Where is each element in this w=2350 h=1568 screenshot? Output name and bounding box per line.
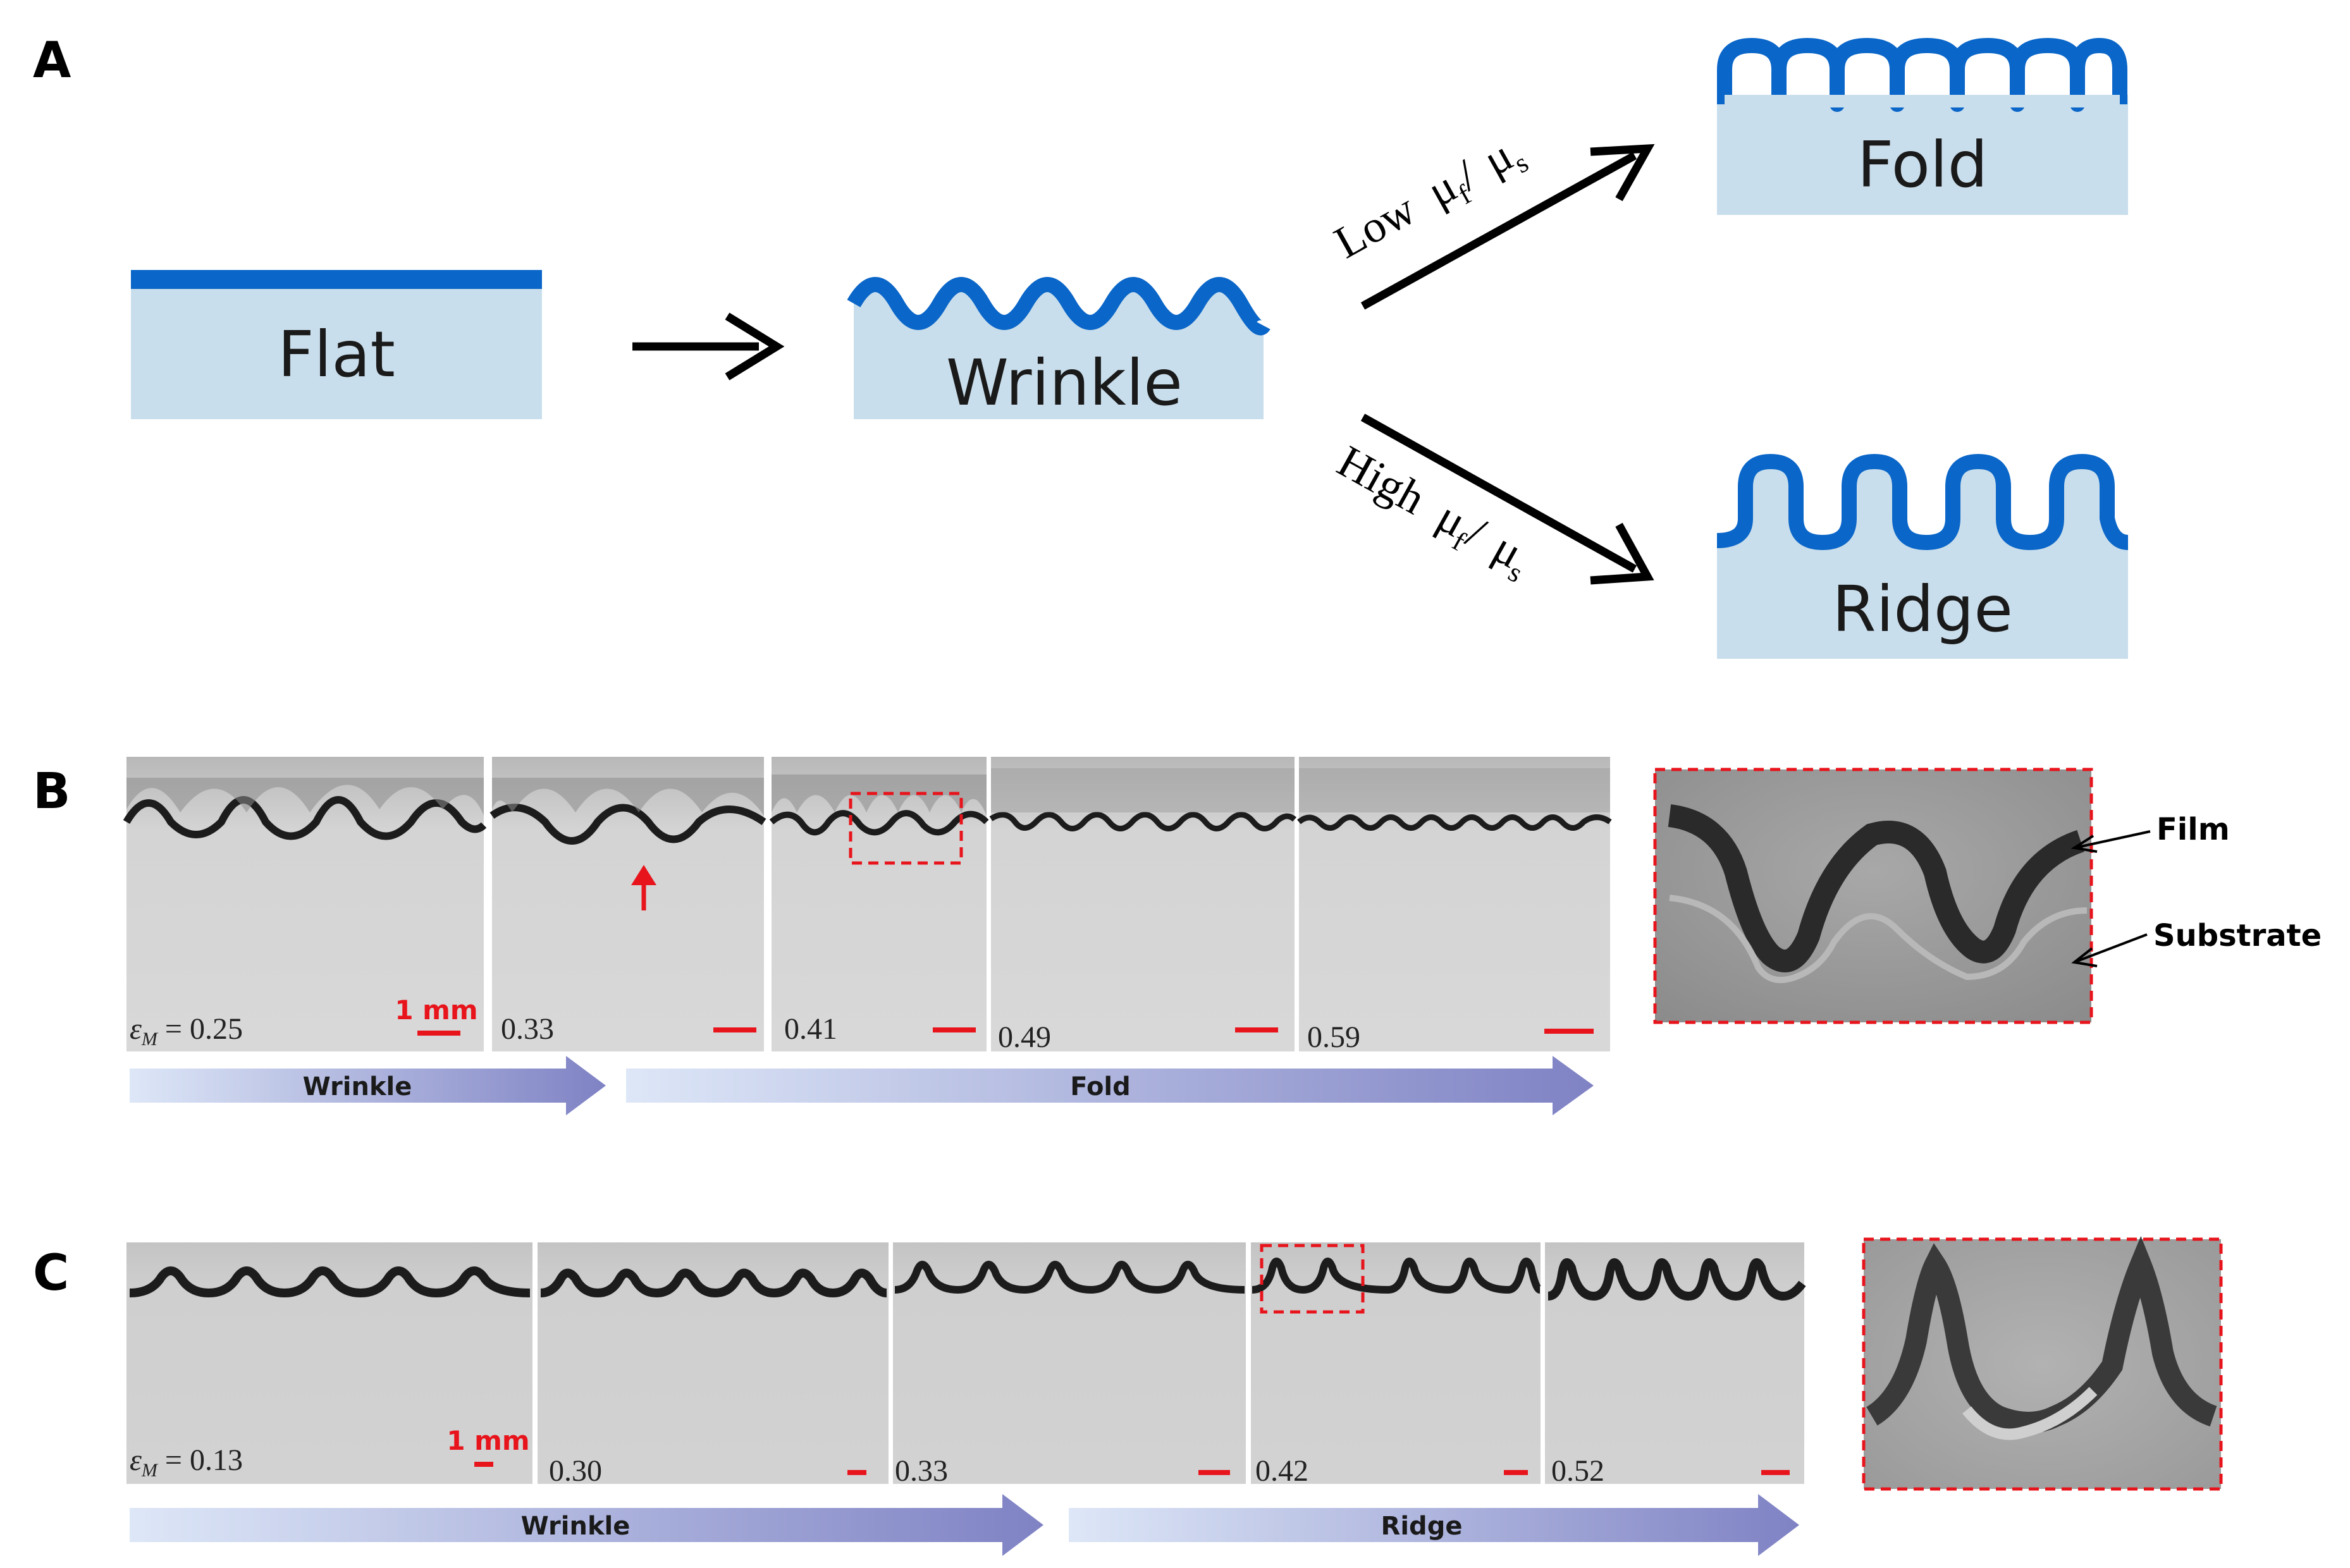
panel-c-photo-2 [538,1242,889,1484]
panel-c-scalebar-2 [847,1470,866,1475]
panel-b-letter: B [33,763,70,820]
panel-b-scalebar-2 [713,1027,756,1032]
panel-c-scalebar-label: 1 mm [446,1425,529,1456]
panel-c-scalebar-5 [1761,1470,1790,1475]
flat-substrate [131,288,542,419]
flat-label: Flat [278,317,395,391]
panel-a: A Flat Wrinkle Low μf/ μs [33,32,2129,659]
wrinkle-schematic: Wrinkle [847,277,1270,420]
panel-c: C εM = 0.13 0.30 0.33 0.42 0.52 1 mm [33,1236,2223,1556]
panel-b-photo-4 [991,757,1295,1051]
substrate-label: Substrate [2153,918,2322,953]
panel-b-zoom-frame [1653,768,2093,1024]
panel-b-stage-wrinkle-label: Wrinkle [303,1072,412,1101]
panel-b-strain-2: 0.33 [501,1012,554,1046]
panel-c-stage-wrinkle-label: Wrinkle [521,1512,631,1541]
low-ratio-label: Low μf/ μs [1326,124,1534,273]
high-ratio-label: High μf/ μs [1326,436,1540,589]
panel-c-stage-wrinkle: Wrinkle [130,1494,1043,1556]
flat-schematic: Flat [131,270,542,419]
fold-label: Fold [1857,128,1988,202]
fold-onset-marker [631,865,656,910]
panel-c-zoom-region [1260,1244,1365,1314]
panel-c-scalebar-4 [1504,1470,1528,1475]
panel-b-zoom-region [849,792,963,865]
panel-b-photo-3 [772,757,987,1051]
panel-b-photos [123,757,1612,1051]
wrinkle-film [847,277,1270,336]
ridge-film [1716,454,2129,550]
panel-b-strain-3: 0.41 [784,1012,837,1046]
panel-b-scalebar-4 [1235,1027,1278,1032]
panel-c-strain-3: 0.33 [895,1454,948,1488]
arrow-to-ridge: High μf/ μs [1326,413,1654,589]
panel-b-zoom-inset [1653,768,2093,1024]
panel-b-scalebar-label: 1 mm [395,995,477,1026]
panel-c-scalebar-3 [1198,1470,1230,1475]
fold-film [1717,38,2127,112]
panel-c-photos [126,1242,1806,1484]
panel-c-letter: C [33,1245,69,1302]
panel-a-letter: A [33,32,71,89]
arrow-flat-to-wrinkle [632,312,785,381]
panel-b-scalebar-3 [933,1027,976,1032]
panel-b-strain-4: 0.49 [998,1020,1051,1054]
panel-b: B [33,757,2322,1115]
panel-b-stage-wrinkle: Wrinkle [130,1056,606,1115]
ridge-substrate [1717,462,2128,659]
panel-b-photo-2 [492,757,764,1051]
panel-b-stage-fold-label: Fold [1070,1072,1131,1101]
panel-b-stage-fold: Fold [626,1056,1594,1115]
ridge-label: Ridge [1832,572,2013,646]
panel-c-stage-ridge-label: Ridge [1381,1512,1463,1541]
panel-b-scalebar-5 [1544,1029,1594,1034]
panel-b-photo-5 [1299,757,1610,1051]
substrate-annotation: Substrate [2071,918,2322,967]
fold-schematic: Fold [1717,38,2128,215]
panel-c-zoom-frame [1862,1237,2223,1491]
wrinkle-label: Wrinkle [946,346,1183,420]
panel-c-strain-1: εM = 0.13 [130,1443,243,1481]
panel-c-photo-4 [1251,1242,1541,1484]
panel-c-strain-4: 0.42 [1255,1454,1308,1488]
panel-c-strain-5: 0.52 [1551,1454,1604,1488]
panel-c-strain-2: 0.30 [549,1454,602,1488]
ridge-schematic: Ridge [1716,454,2129,659]
film-annotation: Film [2070,812,2230,853]
panel-c-zoom-inset [1862,1236,2223,1491]
panel-b-strain-1: εM = 0.25 [130,1012,243,1050]
film-label: Film [2156,812,2230,847]
flat-film [131,270,542,289]
panel-b-strain-5: 0.59 [1307,1020,1360,1054]
panel-c-stage-ridge: Ridge [1069,1494,1799,1556]
panel-b-scalebar-1 [417,1031,460,1036]
arrow-to-fold: Low μf/ μs [1326,124,1655,310]
panel-c-scalebar-1 [474,1462,493,1467]
